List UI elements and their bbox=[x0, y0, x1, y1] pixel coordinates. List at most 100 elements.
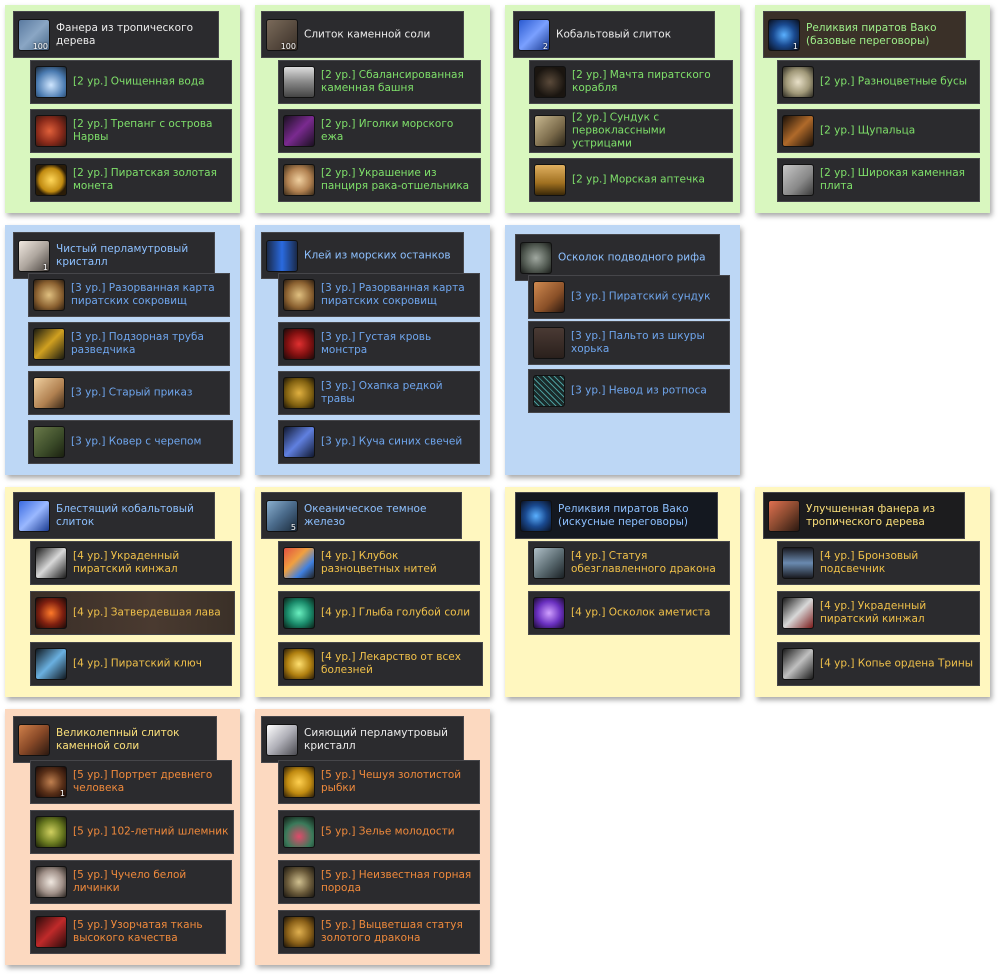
panacea-icon bbox=[283, 648, 315, 680]
spear-icon bbox=[782, 648, 814, 680]
ingredient-row[interactable]: [3 ур.] Разорванная карта пиратских сокр… bbox=[278, 273, 480, 317]
urchin-needles-icon bbox=[283, 115, 315, 147]
header-label: Осколок подводного рифа bbox=[558, 251, 706, 263]
ingredient-label: [4 ур.] Затвердевшая лава bbox=[73, 606, 221, 619]
ingredient-row[interactable]: [4 ур.] Лекарство от всех болезней bbox=[278, 642, 483, 686]
header-label: Сияющий перламутровый кристалл bbox=[304, 726, 448, 752]
ingredient-row[interactable]: [3 ур.] Пиратский сундук bbox=[528, 275, 730, 319]
ingredient-row[interactable]: 1 [5 ур.] Портрет древнего человека bbox=[30, 760, 232, 804]
ingredient-row[interactable]: [2 ур.] Широкая каменная плита bbox=[777, 158, 980, 202]
shiny-cobalt-icon bbox=[18, 499, 50, 532]
header-label: Реликвия пиратов Вако (базовые переговор… bbox=[806, 21, 937, 47]
panel-header[interactable]: Реликвия пиратов Вако (искусные перегово… bbox=[515, 492, 718, 539]
ingredient-row[interactable]: [2 ур.] Разноцветные бусы bbox=[777, 60, 980, 104]
ingredient-row[interactable]: [3 ур.] Старый приказ bbox=[28, 371, 230, 415]
ingredient-row[interactable]: [3 ур.] Разорванная карта пиратских сокр… bbox=[28, 273, 230, 317]
medkit-icon bbox=[534, 164, 566, 196]
fabric-icon bbox=[35, 916, 67, 948]
dark-iron-icon: 5 bbox=[266, 499, 298, 532]
panel-header[interactable]: 100 Слиток каменной соли bbox=[261, 11, 464, 58]
ingredient-row[interactable]: [4 ур.] Пиратский ключ bbox=[30, 642, 232, 686]
dagger-icon bbox=[782, 597, 814, 629]
ingredient-label: [3 ур.] Ковер с черепом bbox=[71, 435, 202, 448]
ingredient-label: [2 ур.] Разноцветные бусы bbox=[820, 75, 968, 88]
header-label: Океаническое темное железо bbox=[304, 502, 427, 528]
ingredient-label: [2 ур.] Пиратская золотая монета bbox=[73, 167, 217, 192]
ingredient-row[interactable]: [3 ур.] Ковер с черепом bbox=[28, 420, 233, 464]
ingredient-row[interactable]: [4 ур.] Украденный пиратский кинжал bbox=[30, 541, 232, 585]
pearl-crystal-icon: 1 bbox=[18, 239, 50, 272]
header-label: Блестящий кобальтовый слиток bbox=[56, 502, 194, 528]
pirate-chest-icon bbox=[533, 281, 565, 313]
ingredient-row[interactable]: [2 ур.] Морская аптечка bbox=[529, 158, 733, 202]
ingredient-row[interactable]: [3 ур.] Невод из ротпоса bbox=[528, 369, 730, 413]
ingredient-label: [4 ур.] Копье ордена Трины bbox=[820, 657, 973, 670]
ingredient-label: [4 ур.] Осколок аметиста bbox=[571, 606, 711, 619]
panel-header[interactable]: 1 Чистый перламутровый кристалл bbox=[13, 232, 215, 279]
header-label: Клей из морских останков bbox=[304, 249, 451, 261]
ingredient-label: [5 ур.] Узорчатая ткань высокого качеств… bbox=[73, 919, 203, 944]
magnificent-salt-icon bbox=[18, 723, 50, 756]
dragon-statue-icon bbox=[533, 547, 565, 579]
youth-potion-icon bbox=[283, 816, 315, 848]
ingredient-row[interactable]: [5 ур.] 102-летний шлемник bbox=[30, 810, 234, 854]
ingredient-row[interactable]: [3 ур.] Подзорная труба разведчика bbox=[28, 322, 230, 366]
recipe-panel-reef-shard: Осколок подводного рифа [3 ур.] Пиратски… bbox=[505, 225, 740, 475]
ingredient-row[interactable]: [4 ур.] Глыба голубой соли bbox=[278, 591, 480, 635]
panel-header[interactable]: Клей из морских останков bbox=[261, 232, 464, 279]
panel-header[interactable]: Блестящий кобальтовый слиток bbox=[13, 492, 215, 539]
lava-icon bbox=[35, 597, 67, 629]
ingredient-row[interactable]: [4 ур.] Копье ордена Трины bbox=[777, 642, 980, 686]
ingredient-label: [3 ур.] Охапка редкой травы bbox=[321, 380, 443, 405]
ingredient-row[interactable]: [2 ур.] Трепанг с острова Нарвы bbox=[30, 109, 232, 153]
herb-bundle-icon bbox=[283, 377, 315, 409]
ingredient-row[interactable]: [5 ур.] Зелье молодости bbox=[278, 810, 480, 854]
panel-header[interactable]: Великолепный слиток каменной соли bbox=[13, 716, 217, 763]
ingredient-row[interactable]: [3 ур.] Куча синих свечей bbox=[278, 420, 480, 464]
panel-header[interactable]: 5 Океаническое темное железо bbox=[261, 492, 462, 539]
ingredient-row[interactable]: [3 ур.] Густая кровь монстра bbox=[278, 322, 480, 366]
ingredient-row[interactable]: [4 ур.] Затвердевшая лава bbox=[30, 591, 235, 635]
ingredient-row[interactable]: [2 ур.] Сбалансированная каменная башня bbox=[278, 60, 481, 104]
skullcap-herb-icon bbox=[35, 816, 67, 848]
ingredient-row[interactable]: [4 ур.] Осколок аметиста bbox=[528, 591, 730, 635]
panel-header[interactable]: Улучшенная фанера из тропического дерева bbox=[763, 492, 965, 539]
ingredient-label: [5 ур.] Неизвестная горная порода bbox=[321, 869, 472, 894]
panel-header[interactable]: Сияющий перламутровый кристалл bbox=[261, 716, 464, 763]
ingredient-row[interactable]: [2 ур.] Сундук с первоклассными устрицам… bbox=[529, 109, 733, 153]
ingredient-label: [5 ур.] Чучело белой личинки bbox=[73, 869, 187, 894]
portrait-icon: 1 bbox=[35, 766, 67, 798]
ingredient-label: [4 ур.] Пиратский ключ bbox=[73, 657, 202, 670]
ingredient-row[interactable]: [2 ур.] Украшение из панциря рака-отшель… bbox=[278, 158, 481, 202]
ingredient-row[interactable]: [5 ур.] Неизвестная горная порода bbox=[278, 860, 480, 904]
ingredient-row[interactable]: [2 ур.] Щупальца bbox=[777, 109, 980, 153]
ingredient-label: [3 ур.] Густая кровь монстра bbox=[321, 331, 432, 356]
ingredient-row[interactable]: [2 ур.] Очищенная вода bbox=[30, 60, 232, 104]
ingredient-row[interactable]: [3 ур.] Охапка редкой травы bbox=[278, 371, 480, 415]
ingredient-row[interactable]: [3 ур.] Пальто из шкуры хорька bbox=[528, 321, 730, 365]
ingredient-row[interactable]: [4 ур.] Украденный пиратский кинжал bbox=[777, 591, 980, 635]
ingredient-label: [4 ур.] Статуя обезглавленного дракона bbox=[571, 550, 716, 575]
amethyst-icon bbox=[533, 597, 565, 629]
panel-header[interactable]: 1 Реликвия пиратов Вако (базовые перегов… bbox=[763, 11, 966, 58]
ingredient-label: [2 ур.] Морская аптечка bbox=[572, 173, 705, 186]
ingredient-row[interactable]: [2 ур.] Иголки морского ежа bbox=[278, 109, 481, 153]
ingredient-row[interactable]: [5 ур.] Узорчатая ткань высокого качеств… bbox=[30, 910, 226, 954]
ingredient-row[interactable]: [5 ур.] Чешуя золотистой рыбки bbox=[278, 760, 480, 804]
blue-candles-icon bbox=[283, 426, 315, 458]
panel-header[interactable]: 100 Фанера из тропического дерева bbox=[13, 11, 219, 58]
ingredient-row[interactable]: [2 ур.] Мачта пиратского корабля bbox=[529, 60, 733, 104]
shell-ornament-icon bbox=[283, 164, 315, 196]
panel-header[interactable]: 2 Кобальтовый слиток bbox=[513, 11, 715, 58]
ingredient-row[interactable]: [2 ур.] Пиратская золотая монета bbox=[30, 158, 232, 202]
torn-map-icon bbox=[283, 279, 315, 311]
ingredient-row[interactable]: [5 ур.] Выцветшая статуя золотого дракон… bbox=[278, 910, 480, 954]
ingredient-row[interactable]: [5 ур.] Чучело белой личинки bbox=[30, 860, 232, 904]
ingredient-row[interactable]: [4 ур.] Бронзовый подсвечник bbox=[777, 541, 980, 585]
ingredient-label: [3 ур.] Невод из ротпоса bbox=[571, 384, 707, 397]
panel-header[interactable]: Осколок подводного рифа bbox=[515, 234, 720, 281]
ingredient-row[interactable]: [4 ур.] Клубок разноцветных нитей bbox=[278, 541, 480, 585]
ingredient-label: [4 ур.] Украденный пиратский кинжал bbox=[820, 600, 927, 625]
stone-tower-icon bbox=[283, 66, 315, 98]
ingredient-row[interactable]: [4 ур.] Статуя обезглавленного дракона bbox=[528, 541, 730, 585]
